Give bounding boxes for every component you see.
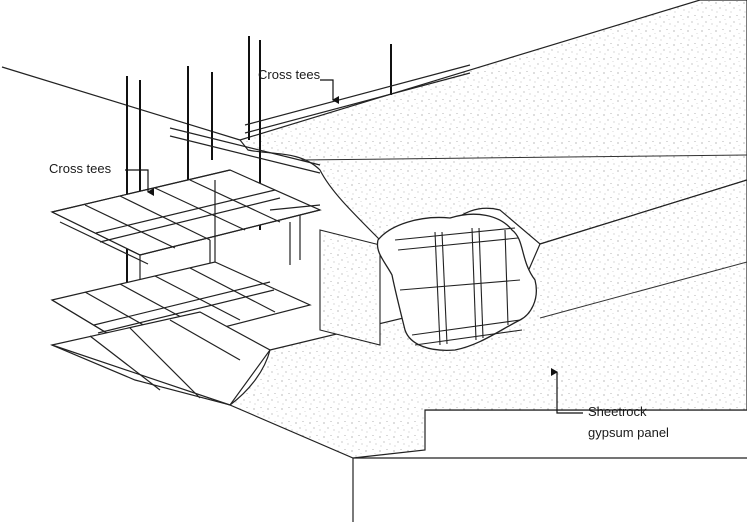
arrow-cross-tees-upper [320,79,339,104]
arrow-sheetrock [551,368,583,414]
panel-cutout [376,213,537,351]
gypsum-panel-upper [238,0,747,245]
label-cross-tees-upper: Cross tees [258,67,321,82]
arrow-cross-tees-left [125,169,154,196]
leader-arrows [125,79,583,414]
label-cross-tees-left: Cross tees [49,161,112,176]
suspension-grid [50,64,471,406]
label-sheetrock: Sheetrock [588,404,647,419]
label-gypsum-panel: gypsum panel [588,425,669,440]
